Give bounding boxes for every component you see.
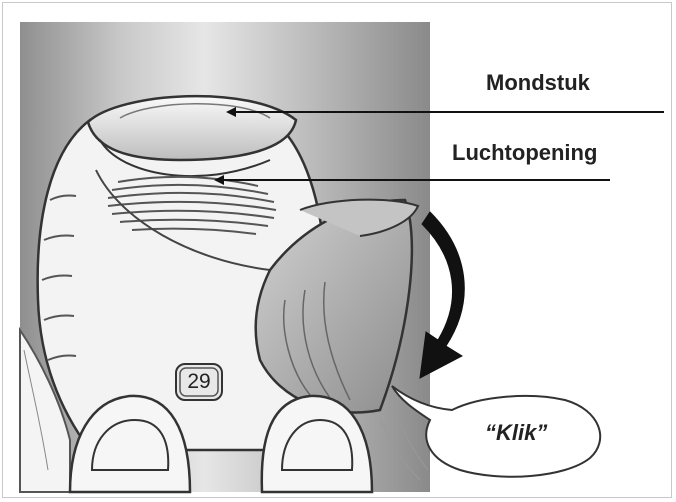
dose-counter-value: 29 (178, 366, 220, 398)
label-mouthpiece: Mondstuk (486, 70, 590, 96)
label-air-vent: Luchtopening (452, 140, 597, 166)
mouthpiece (88, 96, 296, 160)
label-click: “Klik” (485, 420, 547, 446)
